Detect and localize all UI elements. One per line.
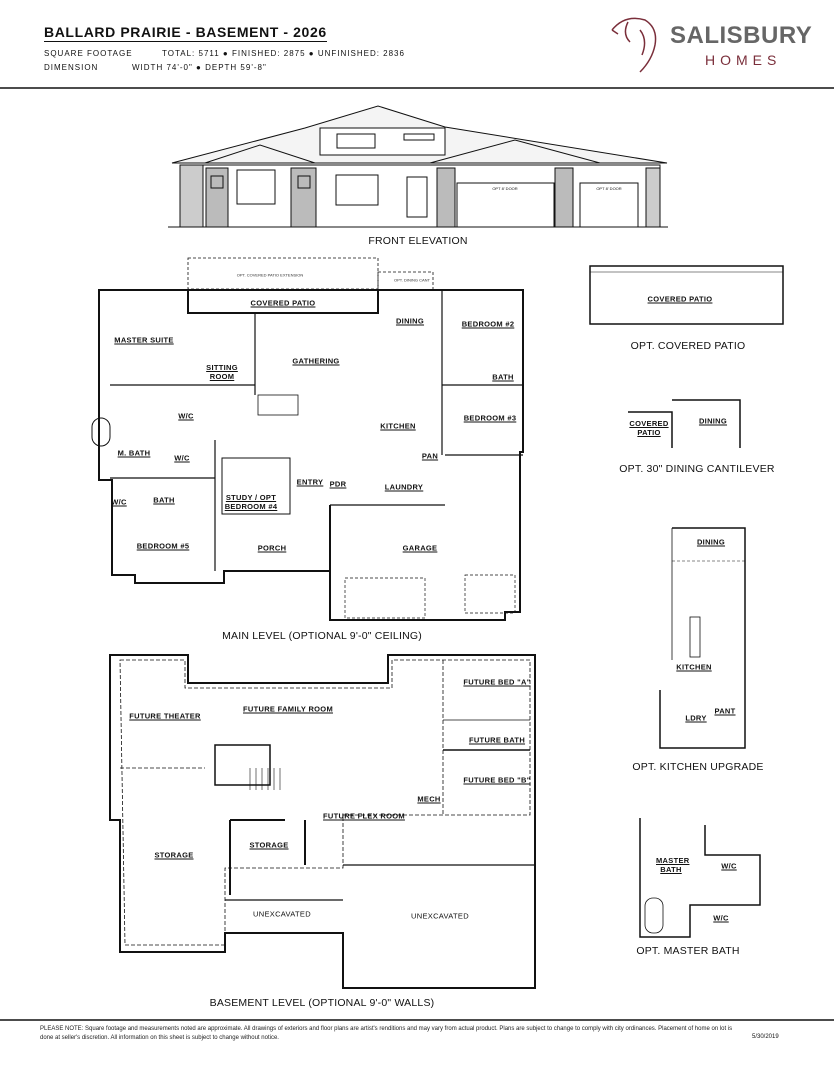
room-study: STUDY / OPT BEDROOM #4 [224, 493, 278, 511]
room-garage: GARAGE [402, 543, 438, 553]
room-sitting-room: SITTING ROOM [206, 363, 238, 381]
room-unexcavated: UNEXCAVATED [253, 909, 311, 919]
room-laundry: LAUNDRY [384, 482, 424, 492]
lion-head-icon [611, 17, 657, 73]
room-bedroom-3: BEDROOM #3 [463, 413, 517, 423]
room-mech: MECH [417, 794, 441, 804]
front-elevation-caption: FRONT ELEVATION [368, 235, 468, 247]
room-wic: W/C [111, 497, 127, 507]
room-storage: STORAGE [249, 840, 289, 850]
option-drawings [589, 265, 784, 938]
main-level-caption: MAIN LEVEL (OPTIONAL 9'-0" CEILING) [222, 630, 422, 642]
room-future-family: FUTURE FAMILY ROOM [243, 704, 333, 714]
dining-cant-note: OPT. DINING CANT [393, 277, 431, 283]
room-entry: ENTRY [296, 477, 324, 487]
room-pantry: PANT [714, 706, 736, 716]
revision-date: 5/30/2019 [752, 1034, 779, 1040]
room-master-bath: M. BATH [117, 448, 151, 458]
opt-dining-cantilever-caption: OPT. 30" DINING CANTILEVER [619, 463, 775, 475]
room-master-suite: MASTER SUITE [114, 335, 174, 345]
sqft-label: SQUARE FOOTAGE [44, 49, 133, 58]
front-elevation-drawing: OPT 8' DOOR OPT 8' DOOR [168, 105, 668, 228]
room-bath: BATH [492, 372, 514, 382]
opt-covered-patio-caption: OPT. COVERED PATIO [630, 340, 746, 352]
room-covered-patio: COVERED PATIO [629, 419, 669, 437]
garage-door-label: OPT 8' DOOR [596, 186, 621, 191]
page-title: BALLARD PRAIRIE - BASEMENT - 2026 [44, 24, 327, 42]
sqft-value: TOTAL: 5711 ● FINISHED: 2875 ● UNFINISHE… [162, 49, 405, 58]
room-unexcavated: UNEXCAVATED [411, 911, 469, 921]
room-future-bed-a: FUTURE BED "A" [463, 677, 531, 687]
logo-sub: HOMES [705, 52, 782, 68]
logo-name: SALISBURY [670, 22, 813, 49]
room-dining: DINING [696, 537, 726, 547]
garage-door-label: OPT 8' DOOR [492, 186, 517, 191]
room-dining: DINING [698, 416, 728, 426]
room-bedroom-5: BEDROOM #5 [136, 541, 190, 551]
room-wic: W/C [721, 861, 737, 871]
basement-level-caption: BASEMENT LEVEL (OPTIONAL 9'-0" WALLS) [209, 997, 435, 1009]
room-future-bed-b: FUTURE BED "B" [463, 775, 531, 785]
room-kitchen: KITCHEN [676, 662, 712, 672]
room-kitchen: KITCHEN [380, 421, 416, 431]
room-porch: PORCH [257, 543, 287, 553]
room-future-flex: FUTURE FLEX ROOM [323, 811, 405, 821]
main-level-plan [91, 257, 524, 621]
room-bath: BATH [153, 495, 175, 505]
opt-master-bath-caption: OPT. MASTER BATH [636, 945, 740, 957]
disclaimer-note: PLEASE NOTE: Square footage and measurem… [40, 1026, 733, 1041]
room-pantry: PAN [421, 451, 439, 461]
room-wic: W/C [713, 913, 729, 923]
room-future-bath: FUTURE BATH [468, 735, 526, 745]
patio-extension-note: OPT. COVERED PATIO EXTENSION [236, 272, 304, 278]
room-future-theater: FUTURE THEATER [129, 711, 201, 721]
room-storage: STORAGE [154, 850, 194, 860]
basement-plan [109, 654, 536, 989]
room-gathering: GATHERING [292, 356, 340, 366]
room-laundry: LDRY [685, 713, 707, 723]
room-master-bath: MASTER BATH [656, 856, 690, 874]
dimension-label: DIMENSION [44, 63, 99, 72]
room-bedroom-2: BEDROOM #2 [461, 319, 515, 329]
room-wic: W/C [174, 453, 190, 463]
room-covered-patio: COVERED PATIO [250, 298, 316, 308]
room-powder: PDR [329, 479, 347, 489]
room-covered-patio: COVERED PATIO [647, 294, 713, 304]
dimension-value: WIDTH 74'-0" ● DEPTH 59'-8" [132, 63, 267, 72]
opt-kitchen-upgrade-caption: OPT. KITCHEN UPGRADE [632, 761, 764, 773]
room-wic: W/C [178, 411, 194, 421]
room-dining: DINING [395, 316, 425, 326]
